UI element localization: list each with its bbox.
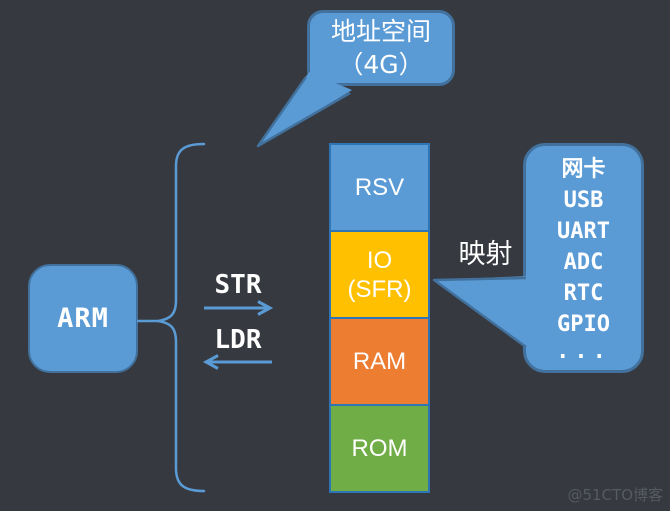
mapping-label: 映射 — [458, 239, 513, 270]
memory-segment-rom: ROM — [331, 404, 428, 491]
peripheral-item: ADC — [563, 250, 604, 275]
memory-segment-rsv: RSV — [331, 145, 428, 230]
memory-segment-ram: RAM — [331, 317, 428, 404]
peripherals-callout-tail — [433, 276, 528, 349]
segment-label: RAM — [352, 348, 407, 375]
brace — [157, 142, 206, 493]
segment-label: RSV — [354, 174, 405, 201]
peripheral-item: RTC — [563, 281, 604, 306]
memory-segment-io: IO (SFR) — [331, 230, 428, 317]
peripheral-item: UART — [557, 219, 610, 244]
segment-label: ROM — [351, 435, 408, 462]
ldr-label: LDR — [214, 325, 262, 355]
address-space-callout-tail-outline — [256, 76, 351, 148]
address-space-line1: 地址空间 — [330, 17, 431, 46]
str-label: STR — [214, 270, 262, 300]
segment-sublabel: (SFR) — [347, 275, 412, 303]
peripherals-callout-tail-outline — [432, 276, 527, 349]
address-space-line2: （4G） — [338, 50, 424, 79]
memory-map-stack: RSV IO (SFR) RAM ROM — [329, 143, 430, 493]
watermark: @51CTO博客 — [567, 486, 663, 504]
arm-box: ARM — [28, 264, 138, 373]
str-arrow — [204, 300, 274, 316]
peripherals-callout: 网卡 USB UART ADC RTC GPIO ... — [523, 143, 644, 373]
segment-label: IO — [366, 246, 393, 274]
peripheral-item: GPIO — [557, 312, 610, 337]
peripheral-item: ... — [556, 339, 611, 364]
peripheral-item: 网卡 — [561, 157, 606, 182]
arm-label: ARM — [57, 303, 109, 334]
ldr-arrow — [202, 354, 272, 370]
address-space-callout: 地址空间 （4G） — [307, 10, 455, 86]
peripheral-item: USB — [563, 188, 604, 213]
